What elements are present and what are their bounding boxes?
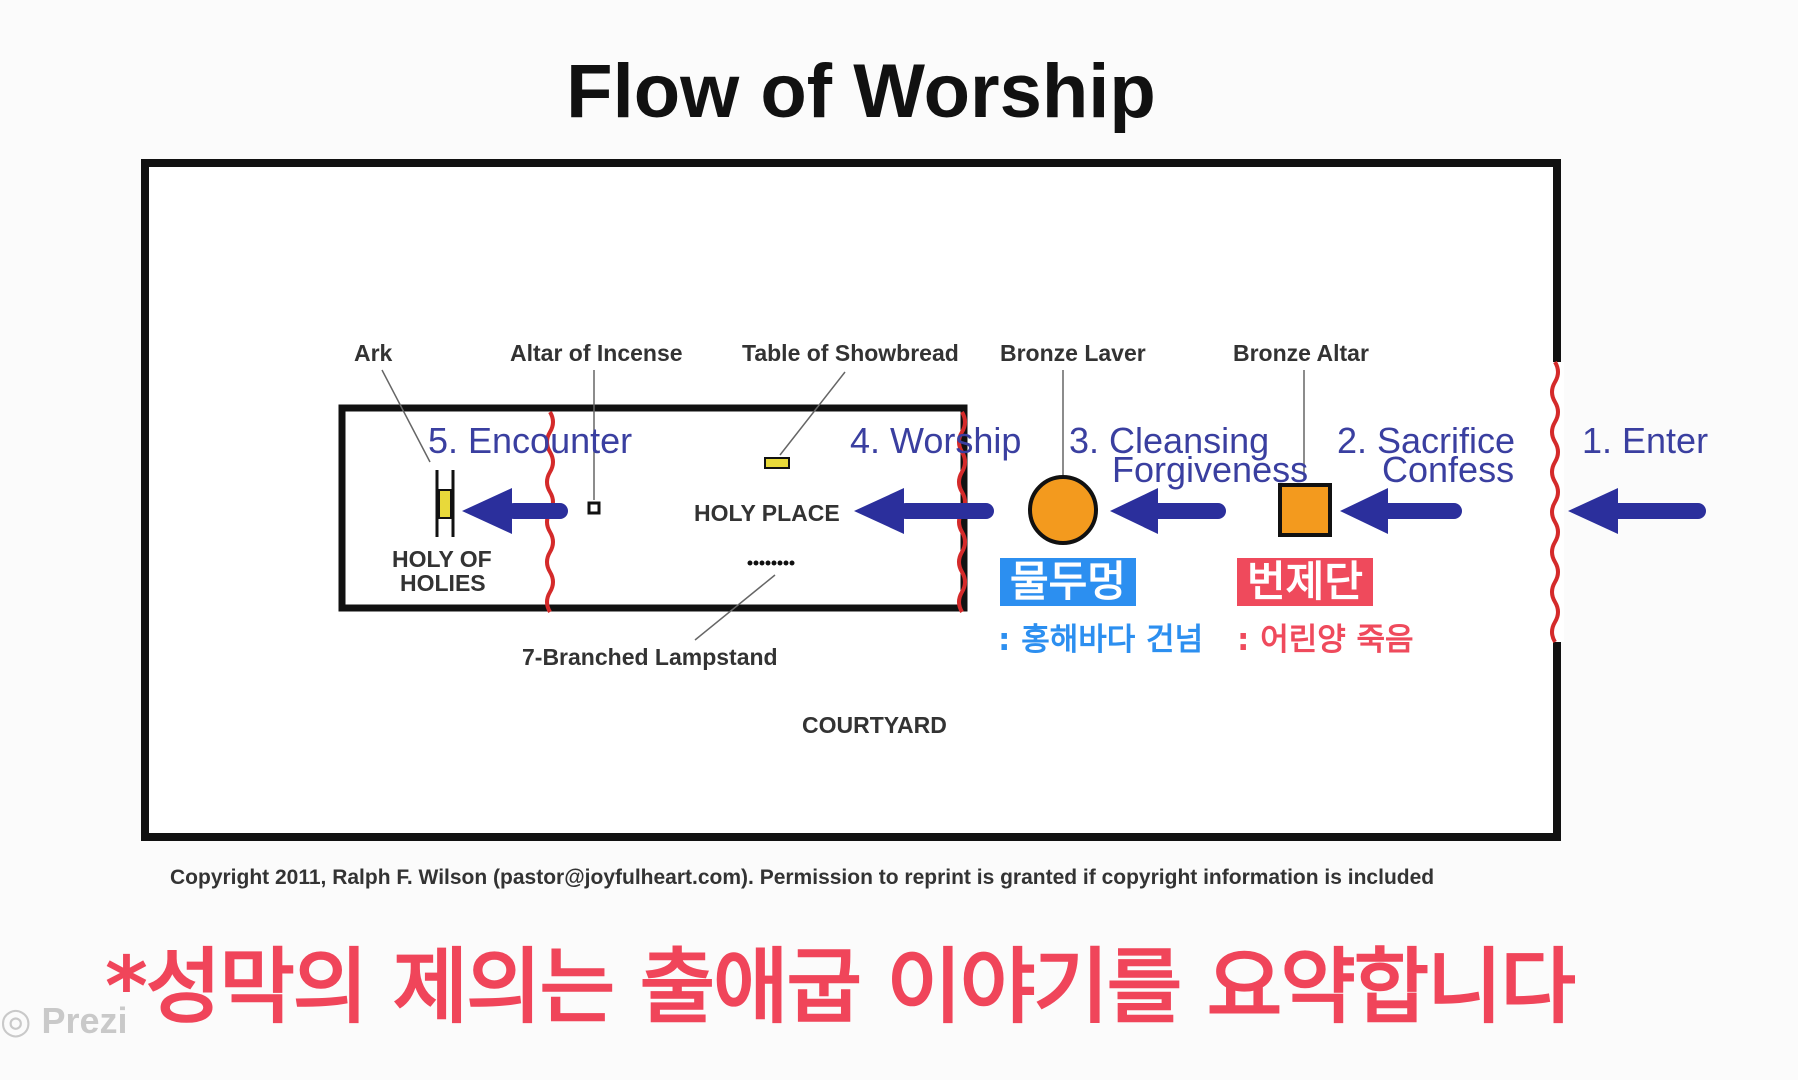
step-3-sub-label: Forgiveness	[1112, 449, 1309, 490]
lampstand-label: 7-Branched Lampstand	[522, 644, 778, 670]
page-title: Flow of Worship	[566, 49, 1156, 134]
step-2-sub-label: Confess	[1382, 449, 1515, 490]
step-2-label: 2. Sacrifice	[1337, 420, 1516, 461]
lampstand-icon	[747, 560, 795, 566]
step-1-label: 1. Enter	[1582, 420, 1709, 461]
holy-of-holies-label-1: HOLY OF	[392, 546, 492, 572]
prezi-watermark: ◎ Prezi	[0, 1000, 127, 1042]
step-5-label: 5. Encounter	[428, 420, 633, 461]
arrow-3-icon	[1110, 488, 1226, 534]
courtyard-label: COURTYARD	[802, 712, 947, 738]
altar-korean-box: 번제단	[1237, 558, 1373, 606]
table-of-showbread-icon	[764, 457, 790, 469]
laver-korean-note: : 홍해바다 건넘	[998, 622, 1204, 658]
step-4-label: 4. Worship	[850, 420, 1022, 461]
laver-korean-box: 물두멍	[1000, 558, 1136, 606]
arrow-5-icon	[462, 488, 568, 534]
ark-icon	[435, 470, 455, 537]
ark-label: Ark	[354, 340, 393, 366]
arrow-1-icon	[1568, 488, 1706, 534]
caption: *성막의 제의는 출애굽 이야기를 요약합니다	[105, 940, 1576, 1035]
table-of-showbread-label: Table of Showbread	[742, 340, 959, 366]
bronze-altar-icon	[1278, 483, 1332, 537]
altar-of-incense-icon	[587, 501, 601, 515]
holy-of-holies-label-2: HOLIES	[400, 570, 486, 596]
prezi-watermark-text: Prezi	[41, 1000, 128, 1041]
prezi-logo-icon: ◎	[0, 1000, 32, 1041]
step-3-label: 3. Cleansing	[1069, 420, 1270, 461]
gate-veil	[1550, 360, 1560, 644]
bronze-laver-icon	[1028, 475, 1098, 545]
holy-place-label: HOLY PLACE	[694, 500, 840, 526]
copyright-notice: Copyright 2011, Ralph F. Wilson (pastor@…	[170, 866, 1435, 889]
bronze-laver-label: Bronze Laver	[1000, 340, 1146, 366]
arrow-2-icon	[1340, 488, 1462, 534]
bronze-altar-label: Bronze Altar	[1233, 340, 1369, 366]
altar-of-incense-label: Altar of Incense	[510, 340, 683, 366]
arrow-4-icon	[854, 488, 994, 534]
altar-korean-note: : 어린양 죽음	[1237, 622, 1414, 658]
